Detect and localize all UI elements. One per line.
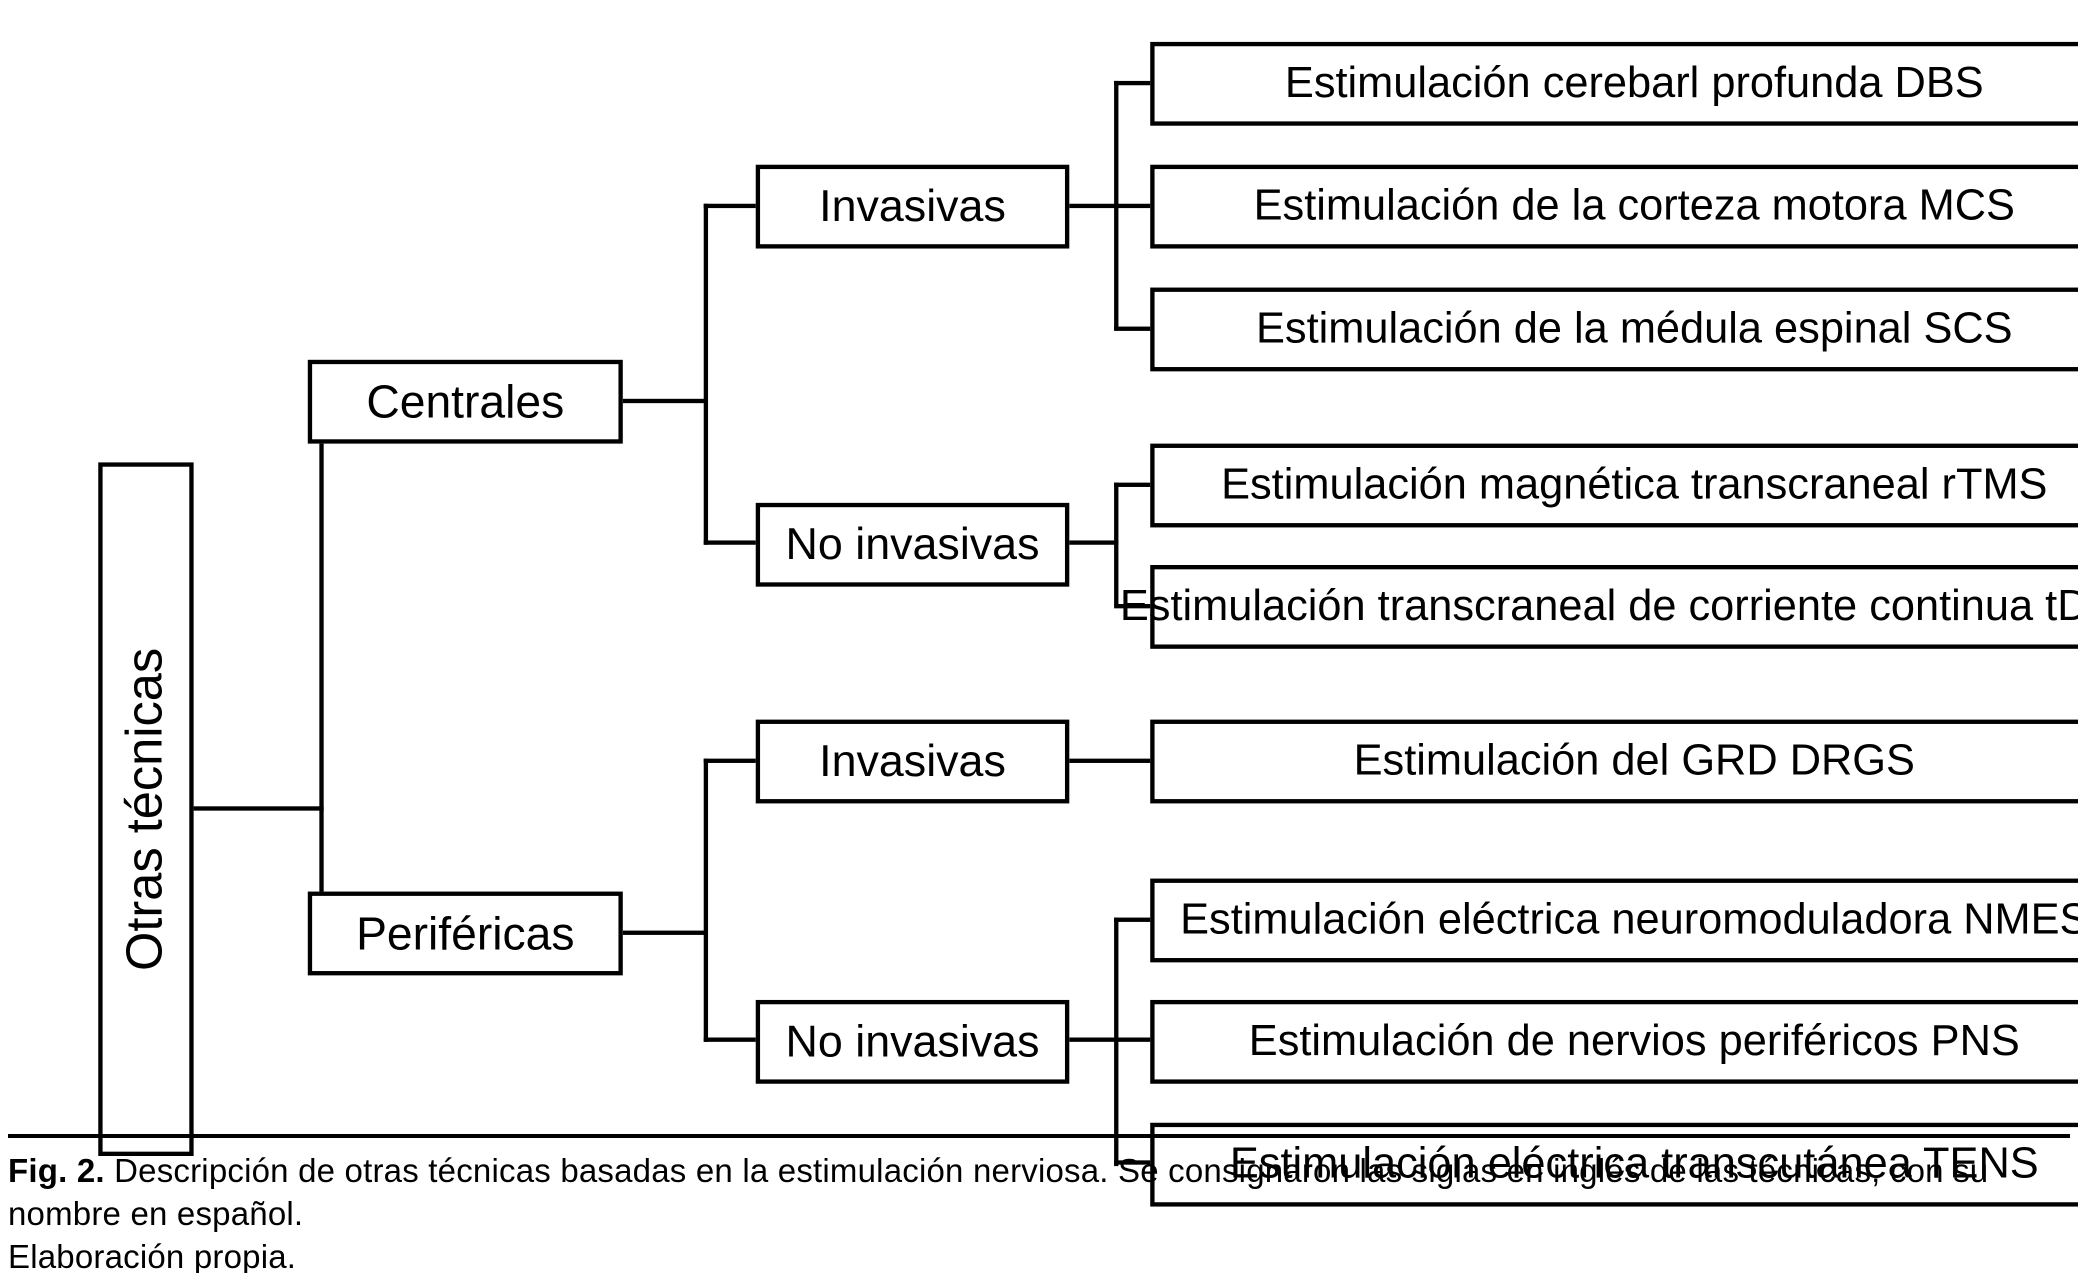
connector-perifericas-trunk bbox=[703, 758, 709, 1042]
node-perifericas-invasivas-label: Invasivas bbox=[819, 735, 1006, 787]
node-perifericas-label: Periféricas bbox=[356, 906, 575, 959]
node-centrales-invasivas[interactable]: Invasivas bbox=[755, 164, 1070, 249]
leaf-node-label: Estimulación de nervios periféricos PNS bbox=[1248, 1016, 2020, 1065]
leaf-node[interactable]: Estimulación cerebarl profunda DBS bbox=[1150, 41, 2078, 126]
node-perifericas-no-invasivas[interactable]: No invasivas bbox=[755, 999, 1070, 1084]
leaf-node-label: Estimulación del GRD DRGS bbox=[1353, 736, 1915, 785]
node-centrales-no-invasivas[interactable]: No invasivas bbox=[755, 502, 1070, 587]
node-centrales-label: Centrales bbox=[366, 375, 565, 428]
leaf-node[interactable]: Estimulación transcraneal de corriente c… bbox=[1120, 564, 2078, 649]
connector-noinv-p-stub bbox=[1069, 1037, 1119, 1042]
leaf-node-label: Estimulación cerebarl profunda DBS bbox=[1284, 58, 1984, 107]
connector-noinv-c-trunk bbox=[1114, 482, 1119, 606]
figure-caption: Fig. 2. Descripción de otras técnicas ba… bbox=[8, 1150, 2064, 1273]
leaf-node-label: Estimulación magnética transcraneal rTMS bbox=[1221, 460, 2048, 509]
connector-centrales-stub bbox=[622, 398, 707, 404]
connector-perifericas-stub bbox=[622, 930, 707, 935]
node-perifericas-invasivas[interactable]: Invasivas bbox=[755, 719, 1070, 804]
connector-inv-c-leaf-2 bbox=[1114, 326, 1155, 331]
connector-inv-c-leaf-1 bbox=[1114, 203, 1155, 209]
node-perifericas-no-invasivas-label: No invasivas bbox=[785, 1016, 1040, 1067]
connector-inv-c-stub bbox=[1069, 203, 1119, 209]
leaf-node-label: Estimulación transcraneal de corriente c… bbox=[1119, 581, 2078, 630]
leaf-node[interactable]: Estimulación de nervios periféricos PNS bbox=[1150, 999, 2078, 1084]
connector-noinv-p-leaf-6 bbox=[1114, 917, 1155, 922]
connector-inv-c-leaf-0 bbox=[1114, 80, 1155, 86]
connector-noinv-p-leaf-7 bbox=[1114, 1037, 1155, 1042]
connector-centrales-to-noinvasivas bbox=[703, 540, 761, 545]
caption-divider bbox=[8, 1134, 2070, 1138]
connector-perifericas-to-noinvasivas bbox=[703, 1037, 761, 1042]
connector-noinv-c-stub bbox=[1069, 540, 1119, 545]
connector-inv-p-leaf-5 bbox=[1069, 758, 1155, 763]
leaf-node[interactable]: Estimulación del GRD DRGS bbox=[1150, 719, 2078, 804]
connector-noinv-c-leaf-4 bbox=[1114, 604, 1155, 609]
figure-label: Fig. 2. bbox=[8, 1152, 105, 1189]
node-root-otras-tecnicas[interactable]: Otras técnicas bbox=[98, 462, 194, 1156]
node-centrales-invasivas-label: Invasivas bbox=[819, 180, 1006, 232]
node-centrales[interactable]: Centrales bbox=[307, 359, 623, 444]
leaf-node-label: Estimulación eléctrica transcutánea TENS bbox=[1229, 1139, 2039, 1188]
node-centrales-no-invasivas-label: No invasivas bbox=[785, 519, 1040, 570]
node-perifericas[interactable]: Periféricas bbox=[307, 891, 623, 976]
connector-root-trunk bbox=[319, 398, 324, 937]
figure-source-line: Elaboración propia. bbox=[8, 1237, 297, 1273]
leaf-node[interactable]: Estimulación de la corteza motora MCS bbox=[1150, 164, 2078, 249]
leaf-node[interactable]: Estimulación eléctrica neuromoduladora N… bbox=[1150, 878, 2078, 963]
node-root-label: Otras técnicas bbox=[116, 647, 174, 971]
leaf-node-label: Estimulación eléctrica neuromoduladora N… bbox=[1180, 895, 2078, 944]
connector-noinv-c-leaf-3 bbox=[1114, 482, 1155, 487]
connector-centrales-to-invasivas bbox=[703, 203, 761, 209]
leaf-node-label: Estimulación de la médula espinal SCS bbox=[1255, 304, 2013, 353]
connector-noinv-p-leaf-8 bbox=[1114, 1160, 1155, 1165]
connector-perifericas-to-invasivas bbox=[703, 758, 761, 763]
connector-root-stub bbox=[189, 806, 324, 811]
leaf-node[interactable]: Estimulación de la médula espinal SCS bbox=[1150, 287, 2078, 372]
leaf-node[interactable]: Estimulación magnética transcraneal rTMS bbox=[1150, 443, 2078, 528]
connector-centrales-trunk bbox=[703, 203, 709, 545]
leaf-node-label: Estimulación de la corteza motora MCS bbox=[1253, 181, 2015, 230]
figure-caption-body: Descripción de otras técnicas basadas en… bbox=[8, 1152, 1989, 1232]
